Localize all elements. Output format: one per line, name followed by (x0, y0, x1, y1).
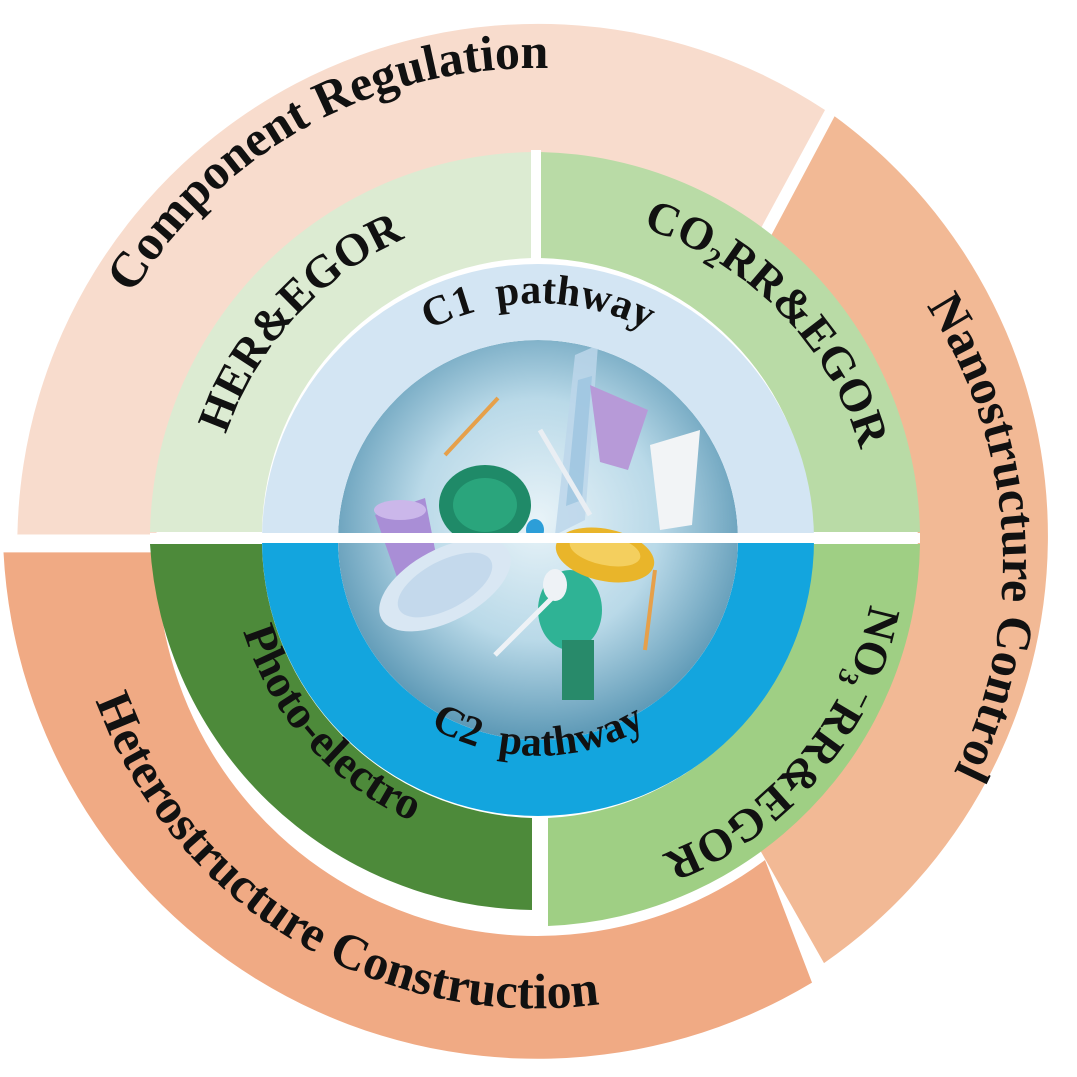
heterostructure-construction-sector (3, 552, 812, 1059)
nanostructure-control-sector (760, 116, 1048, 964)
lid-icon (439, 465, 602, 700)
no3rr-egor-sector (548, 544, 920, 926)
photo-electro-sector (150, 544, 532, 910)
her-egor-sector (150, 152, 532, 532)
c2-pathway-band (262, 540, 814, 816)
component-regulation-sector (17, 23, 825, 535)
sector-dividers (150, 150, 920, 930)
cutlery-icon (443, 396, 657, 657)
bottle-icon (555, 345, 598, 535)
plate-icon (379, 538, 511, 632)
co2rr-egor-sector (540, 152, 920, 532)
c1-pathway-band (262, 264, 814, 540)
